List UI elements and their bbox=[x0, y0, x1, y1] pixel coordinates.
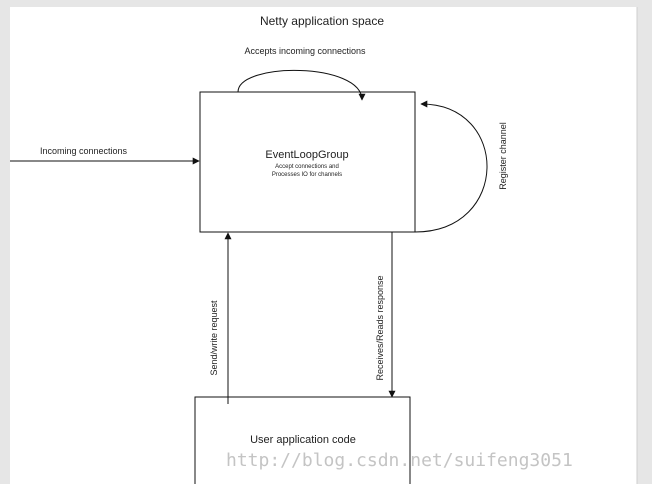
event-loop-group-subtitle-line2: Processes IO for channels bbox=[272, 172, 342, 178]
event-loop-group-title: EventLoopGroup bbox=[265, 149, 348, 161]
accepts-loop-arrow bbox=[237, 70, 366, 101]
diagram-title: Netty application space bbox=[260, 14, 384, 28]
watermark-text: http://blog.csdn.net/suifeng3051 bbox=[226, 450, 573, 471]
event-loop-group-subtitle-line1: Accept connections and bbox=[275, 164, 339, 170]
event-loop-group-box bbox=[199, 91, 416, 233]
user-application-code-title: User application code bbox=[250, 434, 356, 446]
register-channel-arrow bbox=[414, 100, 488, 233]
user-application-code-box bbox=[194, 396, 411, 484]
diagram-background bbox=[10, 7, 637, 484]
send-write-request-label: Send/write request bbox=[209, 300, 219, 376]
receives-reads-response-label: Receives/Reads response bbox=[375, 275, 385, 380]
accepts-label: Accepts incoming connections bbox=[244, 46, 366, 56]
incoming-connections-label: Incoming connections bbox=[40, 146, 128, 156]
register-channel-label: Register channel bbox=[498, 122, 508, 190]
